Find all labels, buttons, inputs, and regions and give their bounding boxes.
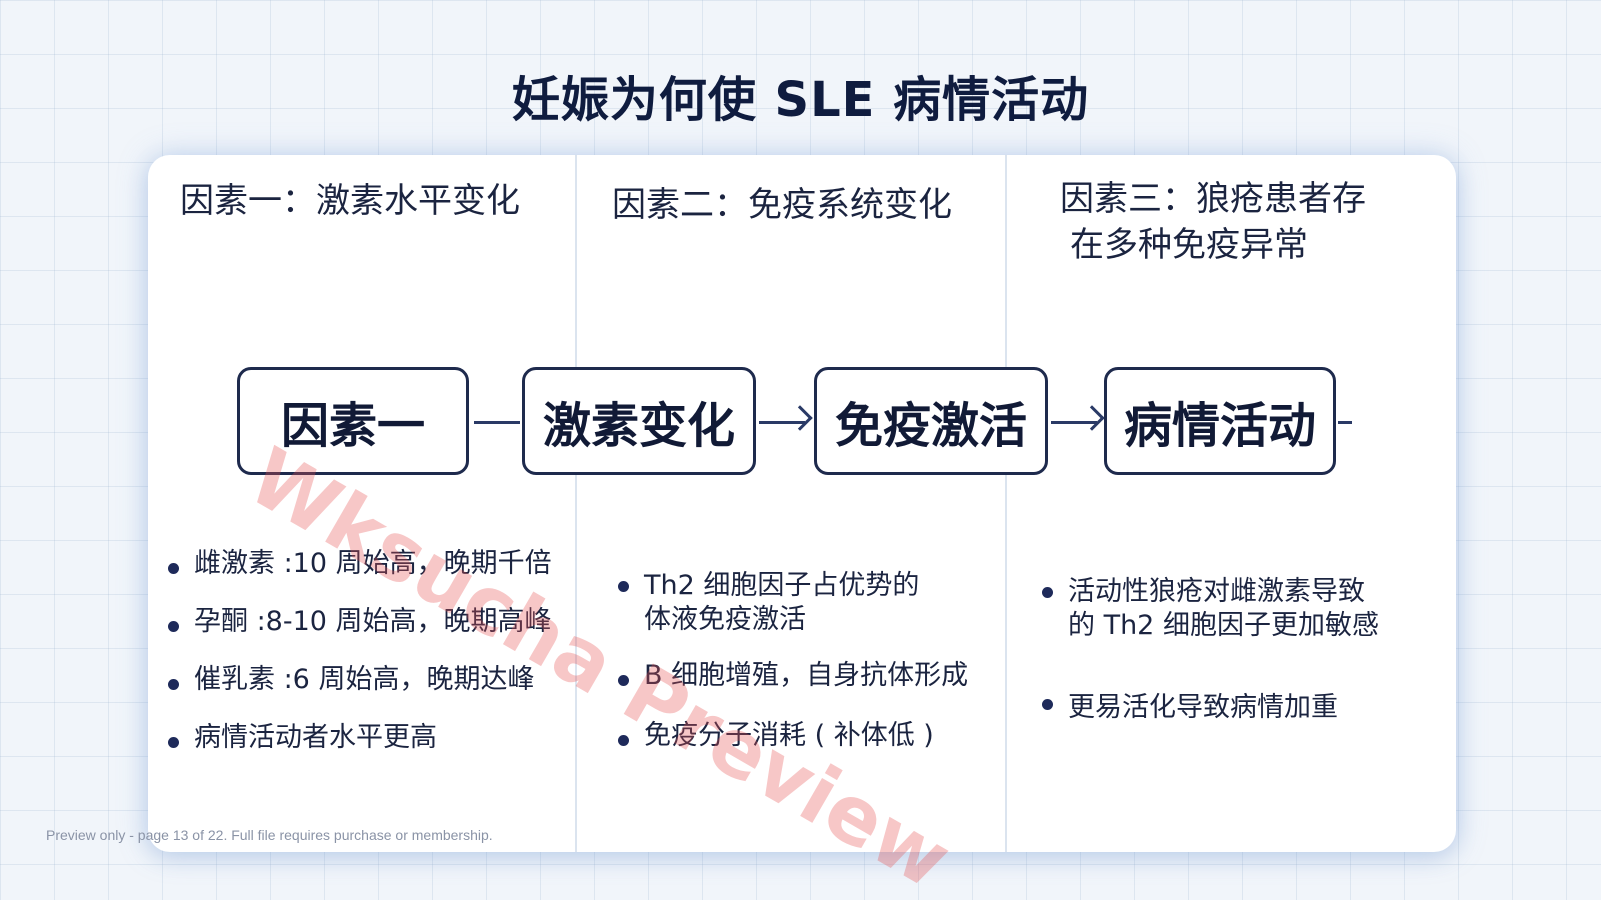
flow-box-disease-activity: 病情活动 (1104, 367, 1336, 475)
arrow-right-icon (787, 405, 813, 431)
column-divider-1 (575, 155, 577, 852)
list-item: 免疫分子消耗 ( 补体低 ) (618, 719, 968, 753)
list-item: 活动性狼疮对雌激素导致 的 Th2 细胞因子更加敏感 (1042, 575, 1379, 643)
list-item: 病情活动者水平更高 (168, 721, 552, 755)
bullet-list-hormones: 雌激素 :10 周始高，晚期千倍 孕酮 :8-10 周始高，晚期高峰 催乳素 :… (168, 547, 552, 755)
factor-heading-1: 因素一：激素水平变化 (180, 181, 520, 221)
flow-connector-3 (1051, 421, 1097, 424)
arrow-right-icon (1079, 405, 1105, 431)
bullet-dot-icon (618, 581, 629, 592)
bullet-list-abnormalities: 活动性狼疮对雌激素导致 的 Th2 细胞因子更加敏感 更易活化导致病情加重 (1042, 575, 1379, 725)
list-item: 催乳素 :6 周始高，晚期达峰 (168, 663, 552, 697)
flow-connector-1 (474, 421, 520, 424)
bullet-list-immune: Th2 细胞因子占优势的 体液免疫激活 B 细胞增殖，自身抗体形成 免疫分子消耗… (618, 569, 968, 753)
flow-box-factor: 因素一 (237, 367, 469, 475)
factor-heading-2: 因素二：免疫系统变化 (612, 185, 952, 225)
flow-box-hormone-change: 激素变化 (522, 367, 756, 475)
bullet-dot-icon (618, 735, 629, 746)
bullet-dot-icon (168, 621, 179, 632)
flow-connector-4 (1338, 421, 1352, 424)
factor-heading-3: 因素三：狼疮患者存 在多种免疫异常 (1060, 179, 1366, 265)
column-divider-2 (1005, 155, 1007, 852)
bullet-dot-icon (618, 675, 629, 686)
content-card: 因素一：激素水平变化 因素二：免疫系统变化 因素三：狼疮患者存 在多种免疫异常 … (148, 155, 1456, 852)
preview-footer: Preview only - page 13 of 22. Full file … (46, 827, 493, 843)
bullet-dot-icon (1042, 699, 1053, 710)
bullet-dot-icon (168, 679, 179, 690)
list-item: 更易活化导致病情加重 (1042, 691, 1379, 725)
bullet-dot-icon (168, 563, 179, 574)
list-item: 雌激素 :10 周始高，晚期千倍 (168, 547, 552, 581)
bullet-dot-icon (168, 737, 179, 748)
list-item: B 细胞增殖，自身抗体形成 (618, 659, 968, 693)
flow-connector-2 (759, 421, 805, 424)
flow-box-immune-activation: 免疫激活 (814, 367, 1048, 475)
bullet-dot-icon (1042, 587, 1053, 598)
page-title: 妊娠为何使 SLE 病情活动 (511, 72, 1090, 128)
list-item: 孕酮 :8-10 周始高，晚期高峰 (168, 605, 552, 639)
list-item: Th2 细胞因子占优势的 体液免疫激活 (618, 569, 968, 637)
